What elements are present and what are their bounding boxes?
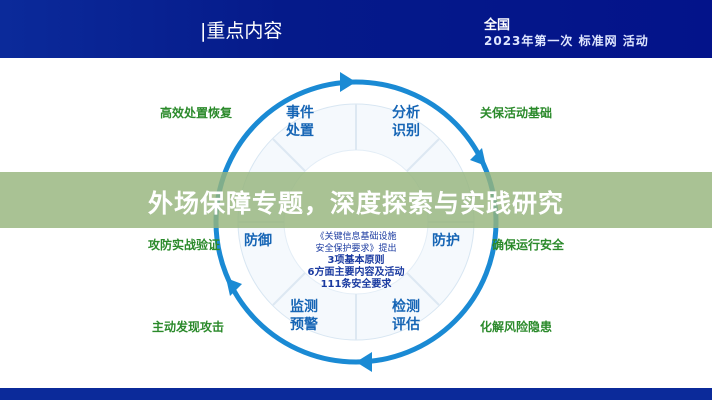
segment-monitoring-warning: 监测 预警 bbox=[290, 299, 318, 333]
outer-label: 攻防实战验证 bbox=[148, 238, 221, 252]
center-line: 安全保护要求》提出 bbox=[315, 244, 397, 254]
center-line: 3项基本原则 bbox=[327, 255, 385, 266]
segment-protection: 防护 bbox=[432, 233, 460, 249]
center-line: 111条安全要求 bbox=[320, 279, 392, 290]
segment-detection-evaluation: 防御 bbox=[244, 233, 272, 249]
outer-label: 主动发现攻击 bbox=[152, 320, 225, 334]
header-banner: |重点内容 全国 2023年第一次 标准网 活动 bbox=[0, 0, 712, 58]
outer-label: 化解风险隐患 bbox=[480, 320, 553, 334]
outer-label: 关保活动基础 bbox=[480, 106, 553, 120]
outer-label: 确保运行安全 bbox=[492, 238, 565, 252]
title-banner bbox=[0, 172, 712, 228]
segment-detection-evaluation: 检测 评估 bbox=[392, 299, 420, 333]
segment-analysis-identification: 分析 识别 bbox=[392, 105, 420, 139]
banner-title: 外场保障专题，深度探索与实践研究 bbox=[147, 189, 564, 218]
footer-bar bbox=[0, 388, 712, 400]
ring-arrows bbox=[226, 72, 486, 372]
header-title: |重点内容 bbox=[200, 20, 283, 42]
segment-incident-handling: 事件 处置 bbox=[286, 105, 314, 139]
outer-label: 高效处置恢复 bbox=[160, 106, 233, 120]
header-right-line2: 2023年第一次 标准网 活动 bbox=[484, 34, 649, 48]
center-line: 6方面主要内容及活动 bbox=[307, 267, 405, 278]
header-right-line1: 全国 bbox=[484, 18, 511, 33]
center-text: 《关键信息基础设施 安全保护要求》提出 3项基本原则 6方面主要内容及活动 11… bbox=[286, 231, 426, 291]
center-line: 《关键信息基础设施 bbox=[315, 232, 397, 242]
